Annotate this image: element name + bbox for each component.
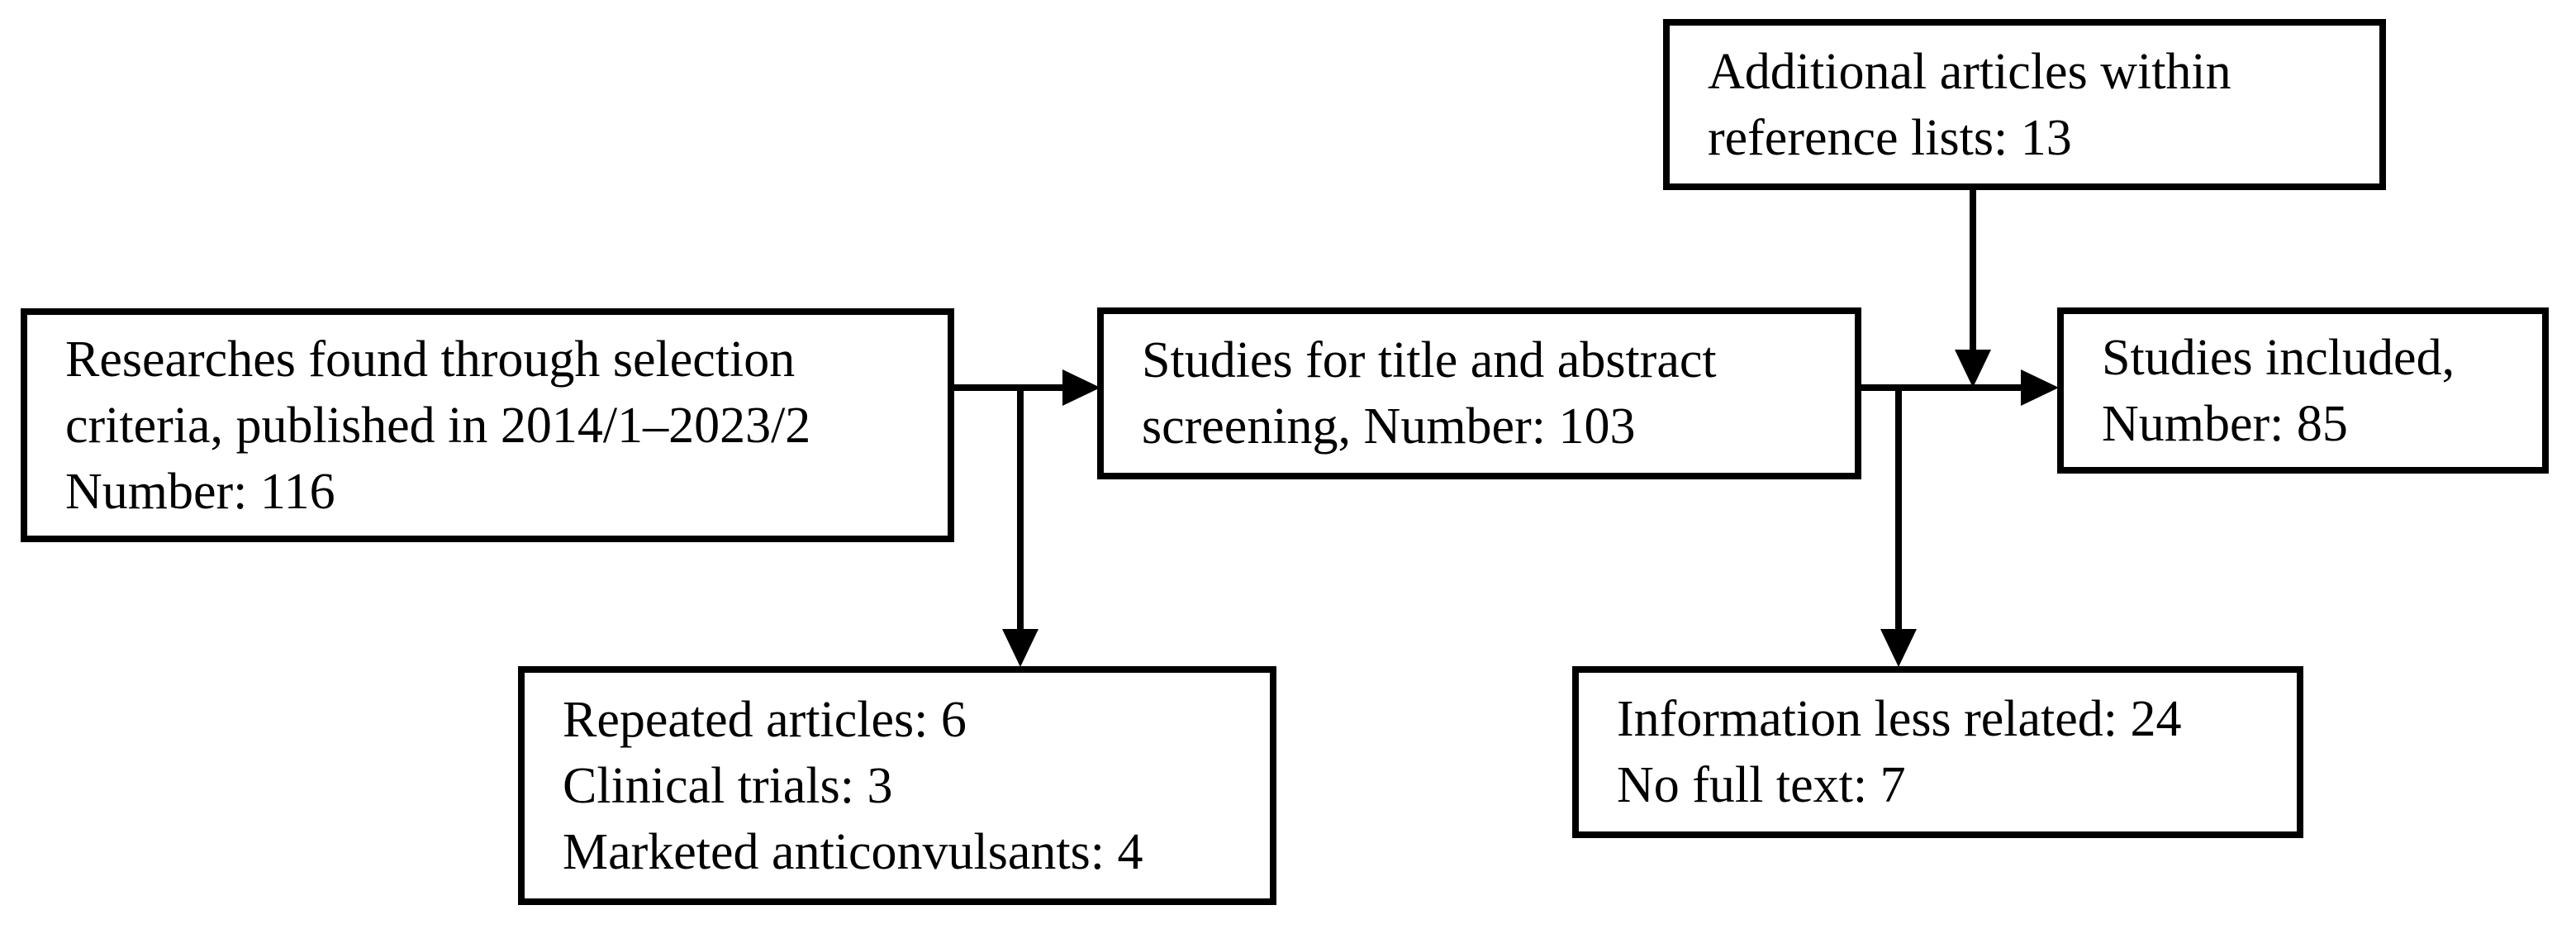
arrow-found-to-screening-line [951, 384, 1067, 391]
arrow-to-excluded-initial-head-icon [1002, 629, 1038, 667]
box-text-line: No full text: 7 [1617, 757, 1906, 813]
box-text-line: reference lists: 13 [1708, 109, 2072, 166]
box-excluded-less-related-no-fulltext: Information less related: 24 No full tex… [1572, 666, 2303, 838]
arrow-screening-to-included-line [1858, 384, 2023, 391]
arrow-screening-to-included-head-icon [2021, 369, 2059, 406]
box-researches-found: Researches found through selection crite… [21, 308, 954, 542]
arrow-additional-to-connector-head-icon [1955, 350, 1991, 388]
box-text-line: Information less related: 24 [1617, 691, 2182, 747]
arrow-found-to-screening-head-icon [1062, 369, 1100, 406]
box-additional-articles: Additional articles within reference lis… [1663, 19, 2386, 190]
box-excluded-repeated-clinical-marketed: Repeated articles: 6 Clinical trials: 3 … [518, 666, 1276, 905]
box-text-line: Researches found through selection [65, 331, 796, 388]
arrow-to-excluded-fulltext-line [1895, 384, 1902, 632]
box-title-abstract-screening: Studies for title and abstract screening… [1097, 307, 1861, 479]
box-text-line: Studies included, [2102, 329, 2455, 386]
box-studies-included: Studies included, Number: 85 [2057, 307, 2549, 474]
box-text-line: Additional articles within [1708, 43, 2231, 100]
box-text-line: screening, Number: 103 [1142, 398, 1636, 455]
box-text-line: criteria, published in 2014/1–2023/2 [65, 397, 811, 454]
arrow-additional-to-connector-line [1970, 187, 1976, 352]
box-text-line: Clinical trials: 3 [563, 757, 893, 814]
arrow-to-excluded-fulltext-head-icon [1880, 629, 1917, 667]
box-text-line: Number: 85 [2102, 395, 2348, 452]
box-text-line: Studies for title and abstract [1142, 332, 1717, 388]
arrow-to-excluded-initial-line [1017, 384, 1024, 632]
box-text-line: Number: 116 [65, 463, 335, 520]
box-text-line: Repeated articles: 6 [563, 691, 967, 748]
box-text-line: Marketed anticonvulsants: 4 [563, 823, 1143, 880]
